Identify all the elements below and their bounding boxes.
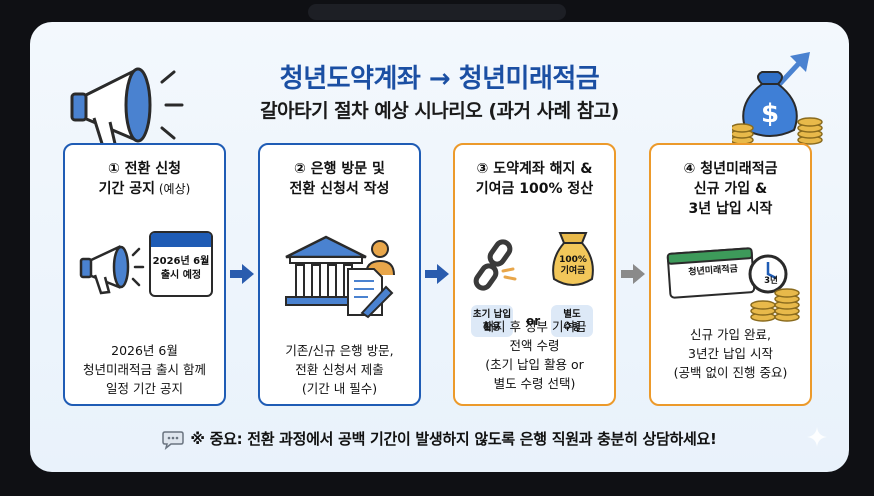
window-top-bar <box>308 4 566 20</box>
important-notice: ※ 중요: 전환 과정에서 공백 기간이 발생하지 않도록 은행 직원과 충분히… <box>30 428 849 450</box>
step-2-card: ② 은행 방문 및 전환 신청서 작성 기존/신규 은행 방문, 전환 신청서 … <box>258 143 421 406</box>
notice-text: ※ 중요: 전환 과정에서 공백 기간이 발생하지 않도록 은행 직원과 충분히… <box>190 430 717 448</box>
calendar-icon: 2026년 6월 출시 예정 <box>149 231 213 297</box>
arrow-right-icon <box>621 264 645 284</box>
step-4-description: 신규 가입 완료, 3년간 납입 시작 (공백 없이 진행 중요) <box>673 327 788 380</box>
chain-icon <box>473 239 517 291</box>
svg-text:$: $ <box>761 99 779 129</box>
step-1-description: 2026년 6월 청년미래적금 출시 함께 일정 기간 공지 <box>83 343 206 396</box>
calendar-text: 2026년 6월 출시 예정 <box>152 256 210 281</box>
bag-label: 100% 기여금 <box>559 255 587 276</box>
money-bag-icon: $ <box>732 52 823 145</box>
step-4-title: ④ 청년미래적금 신규 가입 & 3년 납입 시작 <box>683 161 778 217</box>
speech-bubble-icon <box>162 430 185 450</box>
arrow-right-icon <box>425 264 449 284</box>
coin-stack-icon <box>750 288 800 322</box>
step-4-card: ④ 청년미래적금 신규 가입 & 3년 납입 시작 청년미래적금 3년 신규 가… <box>649 143 812 406</box>
step-2-description: 기존/신규 은행 방문, 전환 신청서 제출 (기간 내 필수) <box>285 343 394 396</box>
megaphone-icon <box>79 245 145 295</box>
step-2-title: ② 은행 방문 및 전환 신청서 작성 <box>289 161 390 197</box>
option-early-payment: 초기 납입 활용 <box>471 305 513 337</box>
clock-label: 3년 <box>764 276 778 286</box>
clock-icon <box>748 254 788 294</box>
or-label: or <box>526 314 541 328</box>
step-1-card: ① 전환 신청 기간 공지 (예상) 2026년 6월 출시 예정 2026년 … <box>63 143 226 406</box>
step-3-description: 해지 후 정부 기여금 전액 수령 (초기 납입 활용 or 별도 수령 선택) <box>482 319 587 391</box>
option-separate-receipt: 별도 수령 <box>551 305 593 337</box>
main-title: 청년도약계좌 → 청년미래적금 <box>279 64 600 94</box>
bank-icon <box>285 235 395 319</box>
step-1-title: ① 전환 신청 기간 공지 (예상) <box>98 161 191 197</box>
arrow-right-icon <box>230 264 254 284</box>
step-3-title: ③ 도약계좌 해지 & 기여금 100% 정산 <box>475 161 594 197</box>
account-book-icon <box>666 247 756 299</box>
infographic-card: $ 청년도약계좌 → 청년미래적금 갈아타기 절차 예상 시나리오 (과거 사례… <box>30 22 849 472</box>
step-3-card: ③ 도약계좌 해지 & 기여금 100% 정산 100% 기여금 초기 납입 활… <box>453 143 616 406</box>
step-1-title-note: (예상) <box>155 182 191 196</box>
sub-title: 갈아타기 절차 예상 시나리오 (과거 사례 참고) <box>260 100 619 122</box>
money-bag-icon <box>552 232 594 286</box>
sparkle-icon <box>807 427 827 447</box>
